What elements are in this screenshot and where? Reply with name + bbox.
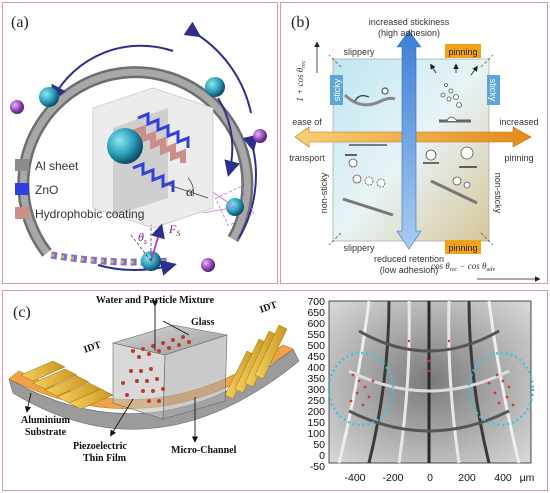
x-tick: 400 — [494, 472, 512, 484]
piezo-label-2: Thin Film — [83, 453, 127, 464]
y-tick: 700 — [307, 296, 325, 308]
particle-ball — [205, 77, 225, 97]
panel-b-figure: (b) increased stickiness (high adhesion)… — [289, 14, 541, 282]
panel-c-label: (c) — [13, 304, 31, 321]
y-tick-labels: 700 650 600 550 500 450 400 350 300 250 … — [307, 296, 325, 473]
particle-ball — [201, 258, 215, 272]
idt-left-label: IDT — [82, 339, 103, 356]
field-pattern — [337, 300, 521, 464]
svg-text:FS: FS — [168, 222, 180, 238]
outer-flow-arrow-1 — [183, 21, 252, 114]
quadrant-sketch-top-right — [430, 63, 478, 123]
y-tick: 300 — [307, 384, 325, 396]
y-tick: 250 — [307, 395, 325, 407]
y-tick: 450 — [307, 351, 325, 363]
x-unit: μm — [520, 472, 535, 484]
non-sticky-right: non-sticky — [493, 173, 503, 214]
glass-label: Glass — [191, 317, 214, 328]
legend-al-sheet: Al sheet — [35, 159, 79, 173]
outer-flow-arrow-2 — [238, 134, 259, 239]
particle-ball — [10, 100, 24, 114]
y-tick: 100 — [307, 428, 325, 440]
x-tick: 200 — [458, 472, 476, 484]
water-particle-label: Water and Particle Mixture — [96, 295, 215, 306]
particle-ball — [39, 87, 59, 107]
x-tick: -400 — [344, 472, 365, 484]
svg-text:1 + cos θrec: 1 + cos θrec — [295, 60, 307, 102]
slippery-bottom: slippery — [343, 243, 375, 253]
y-tick: 50 — [313, 439, 325, 451]
quadrant-sketch-bottom-left — [342, 144, 394, 217]
left-label-1: ease of — [292, 117, 322, 127]
panel-a: α θs FS (a) Al sheet ZnO Hydrophobic coa… — [2, 2, 278, 284]
y-tick: 500 — [307, 340, 325, 352]
theta-s-label: θ — [138, 230, 144, 244]
y-tick: 350 — [307, 373, 325, 385]
sticky-left: sticky — [332, 78, 342, 101]
y-tick: 600 — [307, 318, 325, 330]
legend-zno: ZnO — [35, 183, 58, 197]
bottom-title-2: (low adhesion) — [380, 265, 439, 275]
glass-side — [162, 334, 228, 420]
x-axis-label: cos θrec − cos θadv — [431, 261, 495, 273]
bottom-title-1: reduced retention — [374, 254, 444, 264]
panel-c: (c) — [2, 290, 548, 491]
panel-c-figure: (c) — [8, 295, 535, 484]
top-title-1: increased stickiness — [369, 17, 450, 27]
y-axis-label: 1 + cos θ — [295, 67, 305, 101]
piezo-label-1: Piezoelectric — [73, 441, 127, 452]
right-label-1: increased — [499, 117, 538, 127]
particles — [121, 335, 191, 403]
svg-text:θs: θs — [138, 230, 147, 246]
y-tick: 0 — [319, 450, 325, 462]
non-sticky-left: non-sticky — [319, 172, 329, 213]
panel-a-figure: α θs FS (a) Al sheet ZnO Hydrophobic coa… — [10, 14, 267, 276]
aluminium-substrate — [8, 348, 300, 430]
top-title-2: (high adhesion) — [378, 28, 440, 38]
field-plot — [327, 300, 535, 464]
force-label: F — [168, 222, 177, 236]
panel-a-label: (a) — [11, 14, 29, 31]
idt-right-label: IDT — [258, 299, 279, 316]
right-label-2: pinning — [504, 153, 533, 163]
x-tick: 0 — [427, 472, 433, 484]
aluminium-label-2: Substrate — [25, 427, 67, 438]
pinning-top: pinning — [448, 47, 477, 57]
panel-b-label: (b) — [291, 14, 310, 31]
y-tick: 650 — [307, 307, 325, 319]
legend: Al sheet ZnO Hydrophobic coating — [15, 159, 144, 221]
saw-device — [8, 300, 300, 443]
y-tick: 550 — [307, 329, 325, 341]
x-tick: -200 — [382, 472, 403, 484]
idt-left — [20, 360, 114, 410]
slippery-top: slippery — [343, 47, 375, 57]
vertical-arrow — [396, 30, 422, 250]
particle-ball — [253, 129, 267, 143]
y-tick: 150 — [307, 417, 325, 429]
pinning-bottom: pinning — [448, 243, 477, 253]
panel-b: (b) increased stickiness (high adhesion)… — [280, 2, 548, 284]
quadrant-sketch-top-left — [343, 87, 396, 107]
idt-right — [224, 324, 288, 400]
bottom-flow-arrow — [97, 260, 177, 276]
y-tick: 400 — [307, 362, 325, 374]
y-tick: -50 — [310, 461, 325, 473]
inner-flow-arrow-2 — [217, 97, 240, 177]
legend-hydrophobic: Hydrophobic coating — [35, 207, 144, 221]
aluminium-label-1: Aluminium — [21, 415, 71, 426]
alpha-label: α — [186, 185, 194, 200]
sticky-right: sticky — [488, 79, 498, 102]
zoom-inset — [92, 87, 214, 229]
y-tick: 200 — [307, 406, 325, 418]
inner-flow-arrow — [51, 44, 174, 102]
microchannel-label: Micro-Channel — [171, 445, 237, 456]
left-label-2: transport — [289, 153, 325, 163]
x-tick-labels: -400 -200 0 200 400 μm — [344, 472, 534, 484]
quadrant-sketch-bottom-right — [423, 146, 478, 205]
legend-hydrophobic-line: Hydrophobic coating — [35, 207, 144, 221]
